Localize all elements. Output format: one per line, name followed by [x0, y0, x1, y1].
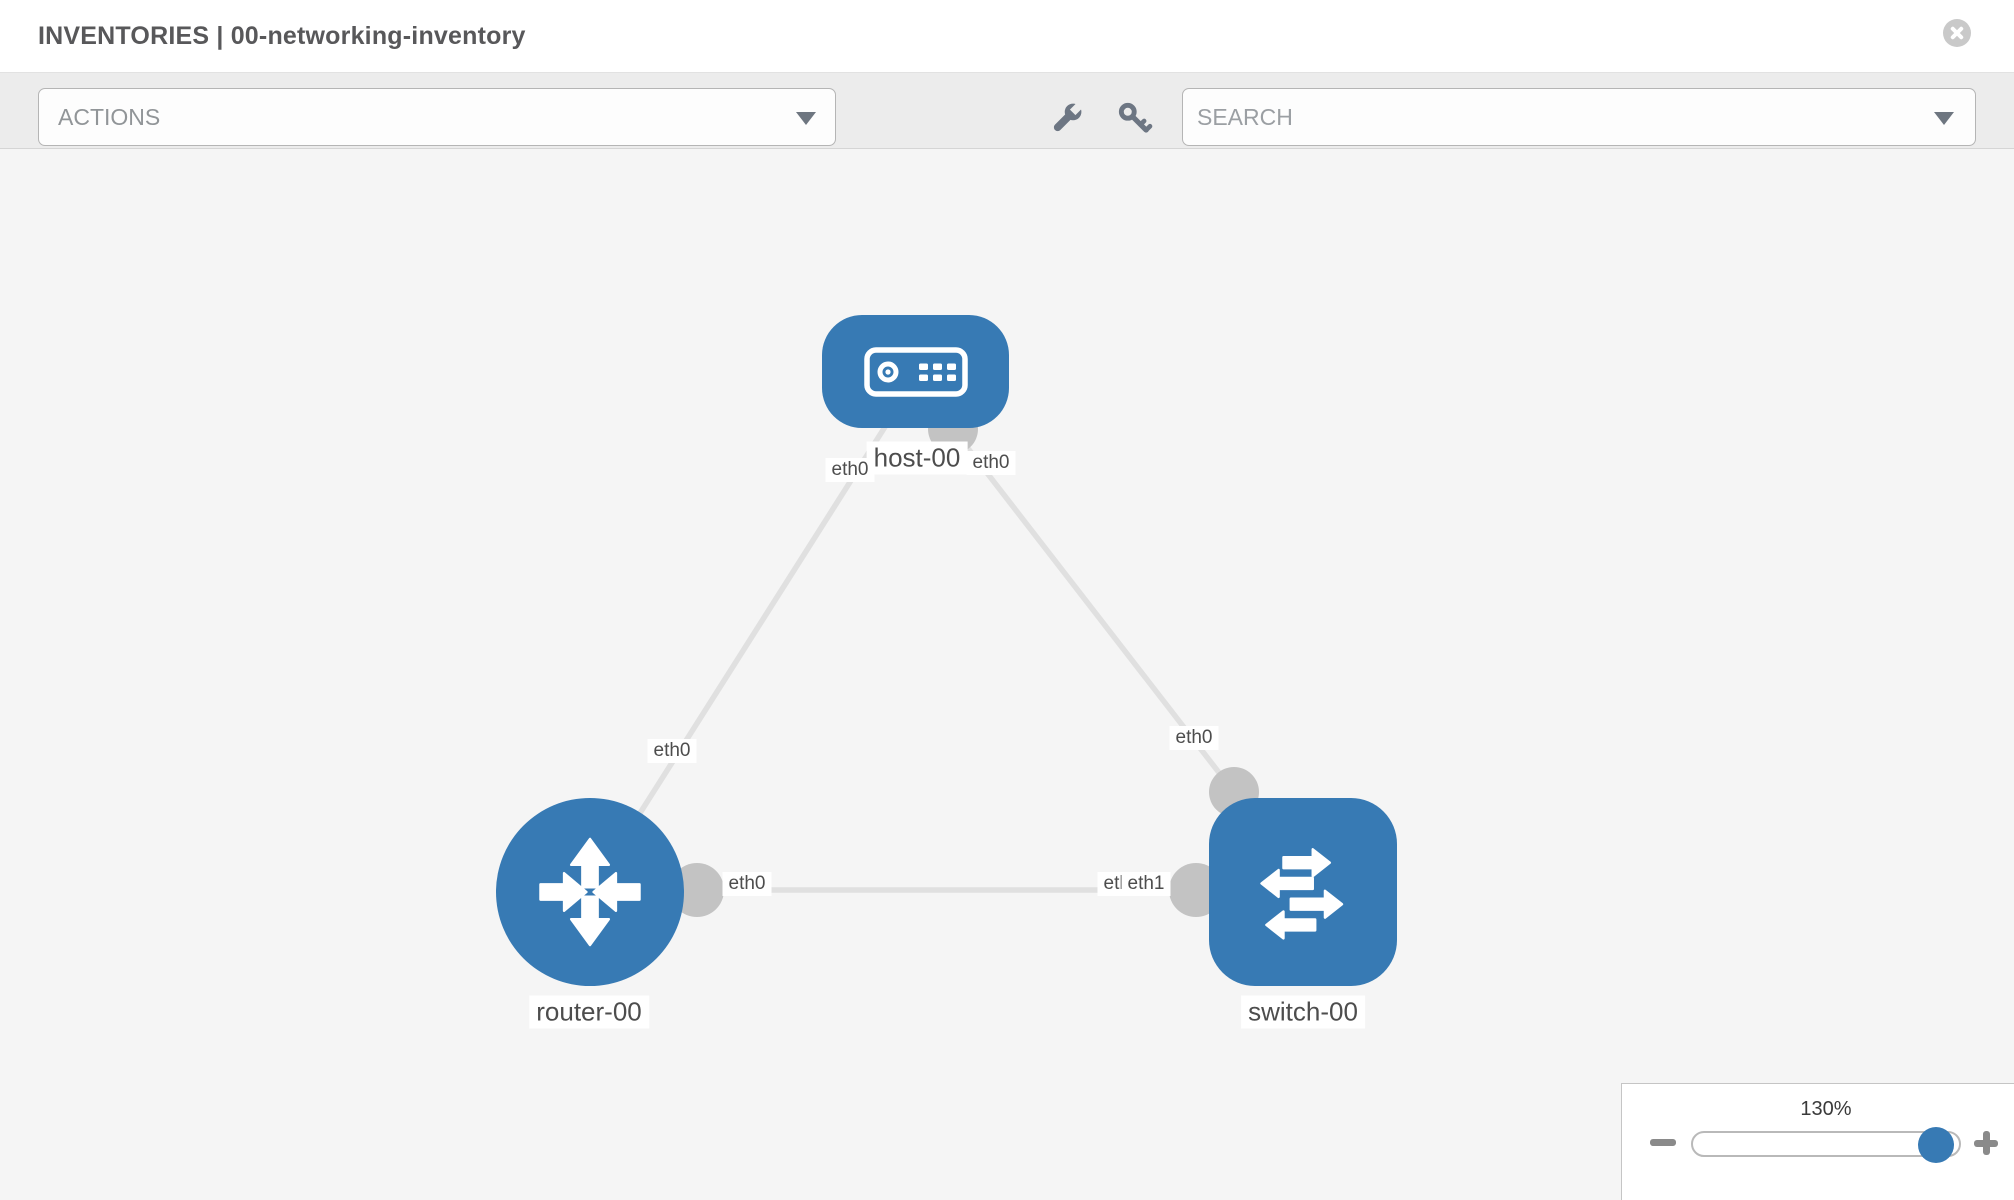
topology-canvas[interactable]: host-00 router-00 switch-00 eth0 eth0 et…: [0, 149, 2014, 1200]
zoom-slider-handle[interactable]: [1918, 1127, 1954, 1163]
interface-label-host-eth0-right: eth0: [966, 451, 1016, 475]
interface-label-router-eth0-uplink: eth0: [647, 739, 697, 763]
close-button[interactable]: [1943, 19, 1971, 47]
zoom-slider-track[interactable]: [1691, 1127, 1961, 1163]
connector-router-right: [670, 863, 724, 917]
chevron-down-icon: [1934, 112, 1954, 125]
wrench-icon: [1053, 102, 1083, 132]
key-button[interactable]: [1115, 99, 1155, 139]
wrench-button[interactable]: [1046, 99, 1086, 139]
interface-label-router-eth0-right: eth0: [722, 872, 772, 896]
key-icon: [1118, 102, 1153, 133]
chevron-down-icon: [796, 112, 816, 125]
plus-icon: [1982, 1131, 1990, 1155]
host-icon: [863, 346, 968, 397]
node-label-host: host-00: [866, 441, 968, 475]
interface-label-switch-eth1: eth1: [1121, 872, 1171, 896]
switch-icon: [1260, 848, 1344, 940]
node-router-00[interactable]: [496, 798, 684, 986]
zoom-panel: 130%: [1621, 1083, 2014, 1200]
actions-dropdown-label: ACTIONS: [58, 104, 161, 130]
search-input[interactable]: [1197, 89, 1897, 145]
actions-dropdown[interactable]: ACTIONS: [38, 88, 836, 146]
zoom-out-button[interactable]: [1650, 1139, 1676, 1146]
links-layer: [587, 404, 1303, 917]
node-switch-00[interactable]: [1209, 798, 1397, 986]
node-label-router: router-00: [529, 995, 649, 1029]
router-icon: [539, 837, 641, 947]
search-dropdown[interactable]: [1182, 88, 1976, 146]
node-label-switch: switch-00: [1241, 995, 1365, 1029]
zoom-in-button[interactable]: [1974, 1131, 1998, 1155]
node-host-00[interactable]: [822, 315, 1009, 428]
header: INVENTORIES | 00-networking-inventory: [0, 0, 2014, 72]
interface-label-host-eth0-left: eth0: [825, 458, 875, 482]
interface-label-switch-eth0-uplink: eth0: [1169, 726, 1219, 750]
toolbar: ACTIONS: [0, 72, 2014, 149]
zoom-level-label: 130%: [1800, 1098, 1852, 1120]
page-title: INVENTORIES | 00-networking-inventory: [38, 22, 526, 50]
